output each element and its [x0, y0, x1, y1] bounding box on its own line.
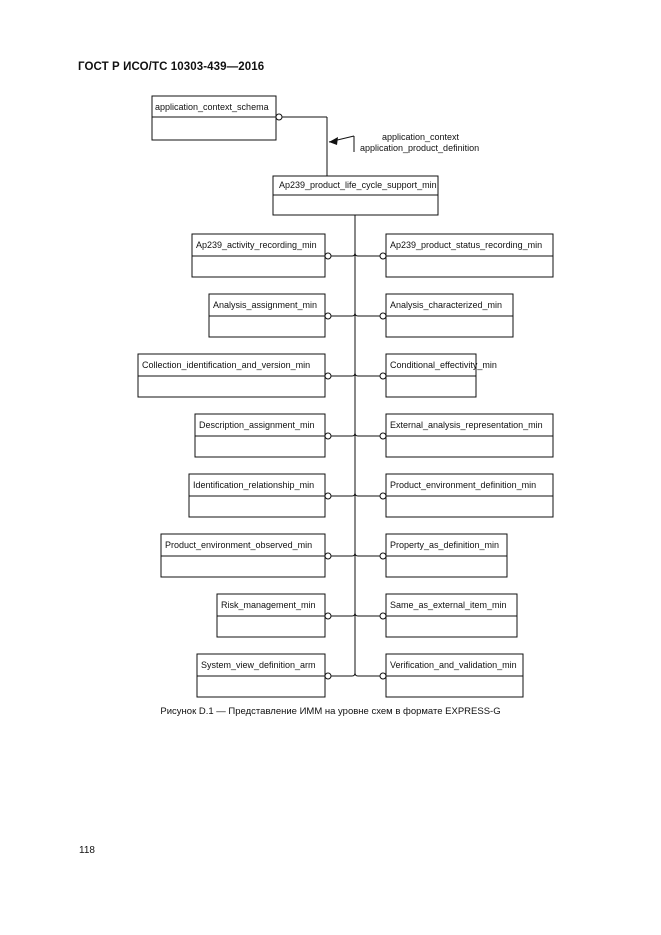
connector-row [324, 672, 387, 680]
connector-row [324, 612, 387, 620]
entity-label: System_view_definition_arm [201, 660, 316, 670]
relationship-label-product-definition: application_product_definition [360, 143, 479, 153]
entity-label: Product_environment_definition_min [390, 480, 536, 490]
entity-right-4: Product_environment_definition_min [385, 473, 554, 518]
entity-left-3: Description_assignment_min [194, 413, 326, 458]
page-number: 118 [79, 845, 95, 856]
entity-label: Analysis_assignment_min [213, 300, 317, 310]
document-header: ГОСТ Р ИСО/ТС 10303-439—2016 [78, 61, 265, 73]
entity-ap239-product-life-cycle-support-min: Ap239_product_life_cycle_support_min [272, 175, 439, 216]
entity-left-0: Ap239_activity_recording_min [191, 233, 326, 278]
entity-left-5: Product_environment_observed_min [160, 533, 326, 578]
entity-label: Collection_identification_and_version_mi… [142, 360, 310, 370]
connector-row [324, 372, 387, 380]
entity-label: External_analysis_representation_min [390, 420, 543, 430]
entity-right-5: Property_as_definition_min [385, 533, 508, 578]
entity-label: Identification_relationship_min [193, 480, 314, 490]
entity-right-0: Ap239_product_status_recording_min [385, 233, 554, 278]
entity-label: Ap239_product_life_cycle_support_min [279, 180, 437, 190]
entity-label: Verification_and_validation_min [390, 660, 517, 670]
connector-row [324, 552, 387, 560]
entity-right-1: Analysis_characterized_min [385, 293, 514, 338]
entity-label: Description_assignment_min [199, 420, 315, 430]
entity-left-6: Risk_management_min [216, 593, 326, 638]
entity-left-4: Identification_relationship_min [188, 473, 326, 518]
figure-caption: Рисунок D.1 — Представление ИММ на уровн… [160, 706, 501, 717]
entity-label: Risk_management_min [221, 600, 316, 610]
entity-right-3: External_analysis_representation_min [385, 413, 554, 458]
entity-label: Product_environment_observed_min [165, 540, 312, 550]
connector-row [324, 432, 387, 440]
relationship-label-context: application_context [382, 132, 460, 142]
context-connector [275, 113, 355, 176]
entity-label: Property_as_definition_min [390, 540, 499, 550]
entity-left-2: Collection_identification_and_version_mi… [137, 353, 326, 398]
entity-label: Ap239_product_status_recording_min [390, 240, 542, 250]
connector-row [324, 252, 387, 260]
entity-right-2: Conditional_effectivity_min [385, 353, 497, 398]
entity-label: Analysis_characterized_min [390, 300, 502, 310]
entity-left-1: Analysis_assignment_min [208, 293, 326, 338]
entity-label: application_context_schema [155, 102, 269, 112]
connector-row [324, 312, 387, 320]
entity-right-6: Same_as_external_item_min [385, 593, 518, 638]
entity-label: Conditional_effectivity_min [390, 360, 497, 370]
entity-left-7: System_view_definition_arm [196, 653, 326, 698]
entity-label: Same_as_external_item_min [390, 600, 507, 610]
entity-right-7: Verification_and_validation_min [385, 653, 524, 698]
entity-application-context-schema: application_context_schema [151, 95, 277, 141]
entity-label: Ap239_activity_recording_min [196, 240, 317, 250]
connector-row [324, 492, 387, 500]
